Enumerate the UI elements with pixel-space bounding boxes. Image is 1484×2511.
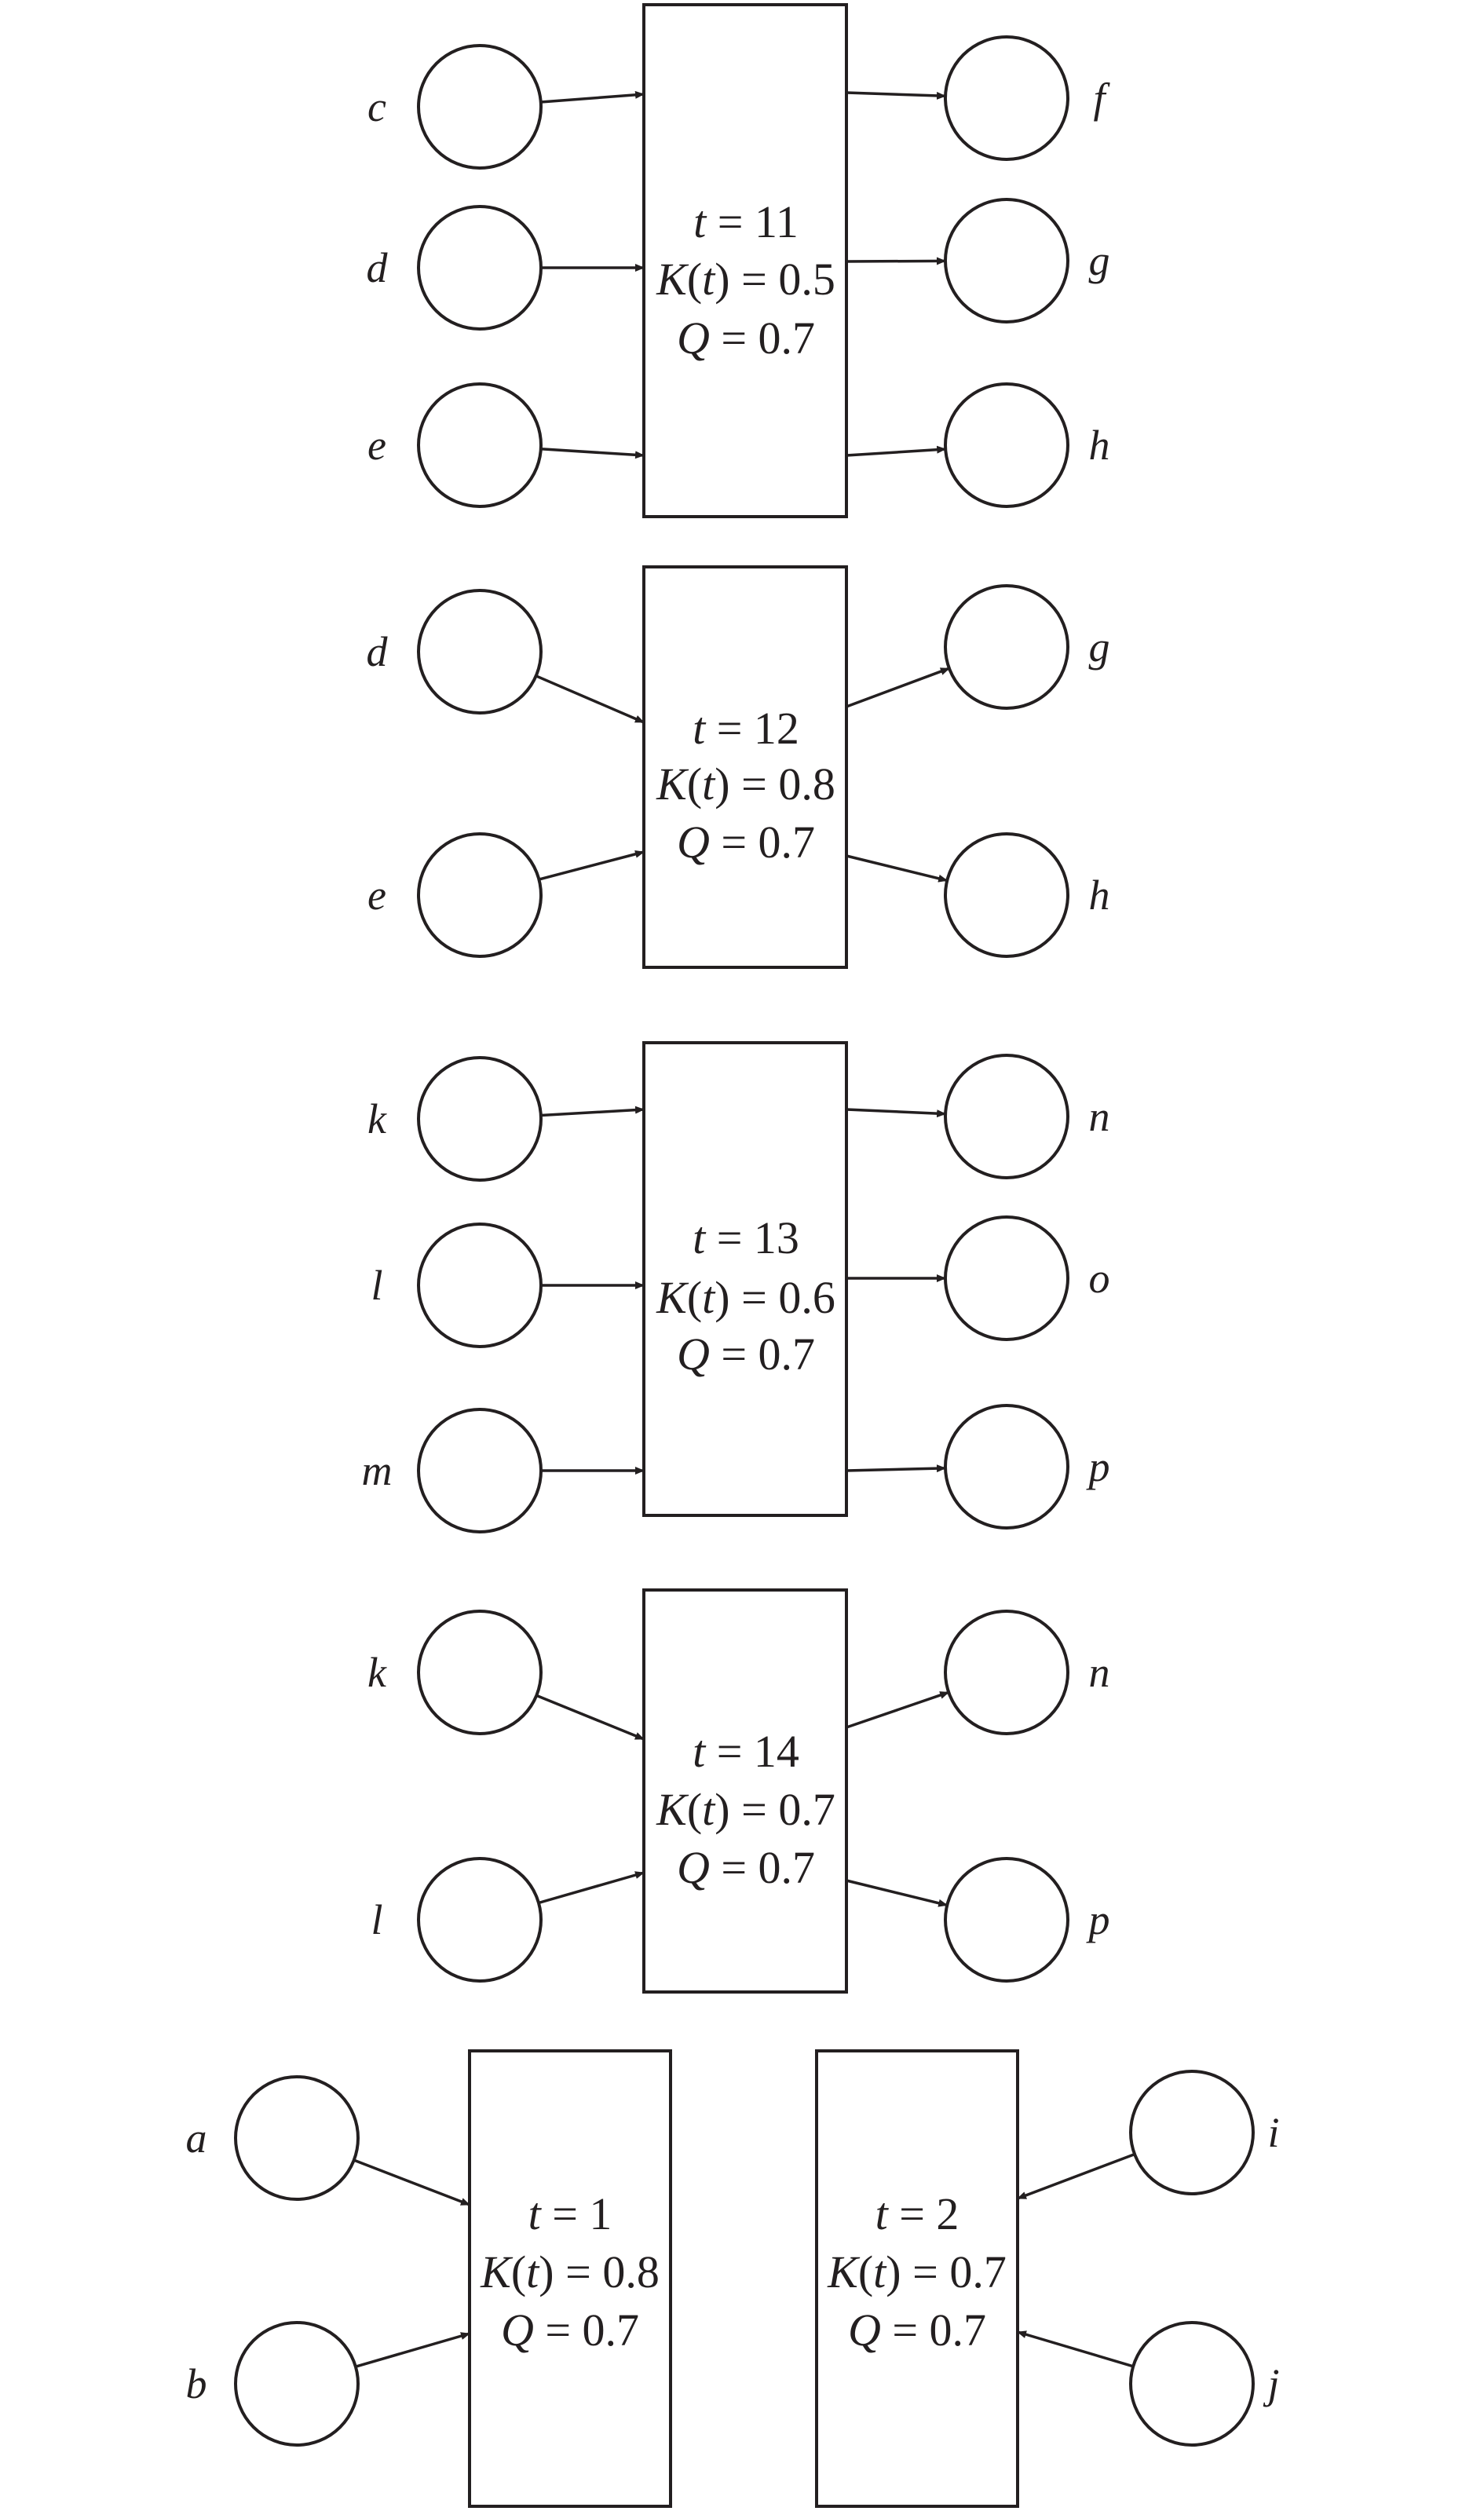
output-place: [944, 584, 1069, 710]
transition-time-label: t = 14: [693, 1726, 799, 1777]
input-place: [417, 205, 543, 331]
input-place: [1129, 2321, 1255, 2447]
transition-k-label: K(t) = 0.8: [656, 758, 835, 810]
input-arc: [538, 1871, 645, 1905]
transition-box: [468, 2049, 672, 2508]
transition-time-label: t = 2: [875, 2188, 959, 2239]
transition-q-label: Q = 0.7: [848, 2304, 986, 2356]
input-place-label: e: [367, 422, 386, 469]
transition-k-label: K(t) = 0.6: [656, 1272, 835, 1323]
input-place-label: d: [367, 628, 389, 675]
transition-time-label: t = 13: [693, 1212, 799, 1263]
input-arc: [540, 448, 645, 459]
input-arc: [540, 1106, 645, 1117]
input-arc: [540, 90, 645, 104]
output-arc: [846, 1879, 949, 1907]
transition-time-label: t = 11: [693, 196, 799, 247]
input-place: [417, 44, 543, 170]
output-place-label: g: [1089, 237, 1110, 284]
output-place: [944, 1610, 1069, 1735]
output-place-label: h: [1089, 872, 1110, 919]
transition-box: [815, 2049, 1019, 2508]
transition-k-label: K(t) = 0.7: [656, 1784, 835, 1835]
input-arc: [1017, 2330, 1134, 2368]
input-arc: [353, 2158, 470, 2206]
transition-time-label: t = 12: [693, 703, 799, 754]
output-place: [944, 382, 1069, 508]
output-place: [944, 1054, 1069, 1179]
transition-box: [642, 1041, 848, 1517]
input-place-label: l: [371, 1896, 382, 1943]
output-place: [944, 1857, 1069, 1983]
output-place-label: f: [1093, 75, 1110, 122]
input-place-label: i: [1267, 2109, 1279, 2156]
input-place: [417, 1408, 543, 1533]
output-place-label: n: [1089, 1093, 1110, 1140]
transition-q-label: Q = 0.7: [677, 1842, 815, 1893]
input-place: [417, 589, 543, 715]
transition-time-label: t = 1: [528, 2188, 612, 2239]
input-arc: [1017, 2152, 1135, 2200]
output-arc: [846, 1690, 950, 1729]
transition-k-label: K(t) = 0.5: [656, 254, 835, 305]
transition-q-label: Q = 0.7: [677, 313, 815, 364]
output-arc: [846, 445, 947, 457]
output-place: [944, 832, 1069, 958]
input-place: [1129, 2070, 1255, 2195]
transition-k-label: K(t) = 0.8: [480, 2246, 660, 2297]
input-place: [417, 1056, 543, 1182]
input-place-label: b: [186, 2360, 207, 2407]
transition-q-label: Q = 0.7: [501, 2304, 639, 2356]
output-arc: [846, 667, 950, 708]
output-place-label: n: [1089, 1649, 1110, 1696]
output-arc: [846, 854, 949, 883]
output-arc: [846, 1108, 947, 1118]
input-place-label: l: [371, 1262, 382, 1309]
output-arc: [846, 1464, 946, 1473]
input-place-label: a: [186, 2114, 207, 2162]
input-place: [234, 2075, 360, 2201]
input-place-label: k: [367, 1649, 387, 1696]
input-place: [417, 832, 543, 958]
output-place: [944, 1404, 1069, 1530]
transition-box: [642, 565, 848, 969]
input-place-label: j: [1263, 2360, 1279, 2407]
shapes-layer: [234, 3, 1255, 2508]
input-arc: [535, 1694, 645, 1741]
output-place: [944, 1215, 1069, 1341]
output-place-label: g: [1089, 623, 1110, 671]
input-arc: [538, 850, 645, 881]
transition-q-label: Q = 0.7: [677, 817, 815, 868]
input-place: [417, 1223, 543, 1348]
arcs-layer: [353, 90, 1135, 2368]
output-place-label: p: [1086, 1443, 1110, 1490]
input-place: [417, 1857, 543, 1983]
output-place: [944, 35, 1069, 161]
input-place-label: c: [367, 83, 386, 130]
input-place: [417, 382, 543, 508]
output-place-label: h: [1089, 422, 1110, 469]
transition-k-label: K(t) = 0.7: [827, 2246, 1007, 2297]
output-place-label: o: [1089, 1255, 1110, 1302]
input-arc: [535, 674, 645, 724]
input-place: [417, 1610, 543, 1735]
input-place: [234, 2321, 360, 2447]
output-arc: [846, 91, 946, 100]
transition-box: [642, 1588, 848, 1994]
input-arc: [355, 2332, 470, 2368]
transition-q-label: Q = 0.7: [677, 1329, 815, 1380]
input-place-label: m: [362, 1447, 393, 1494]
output-place-label: p: [1086, 1896, 1110, 1943]
input-place-label: e: [367, 872, 386, 919]
output-place: [944, 198, 1069, 323]
transition-box: [642, 3, 848, 518]
input-place-label: d: [367, 244, 389, 291]
input-place-label: k: [367, 1095, 387, 1142]
